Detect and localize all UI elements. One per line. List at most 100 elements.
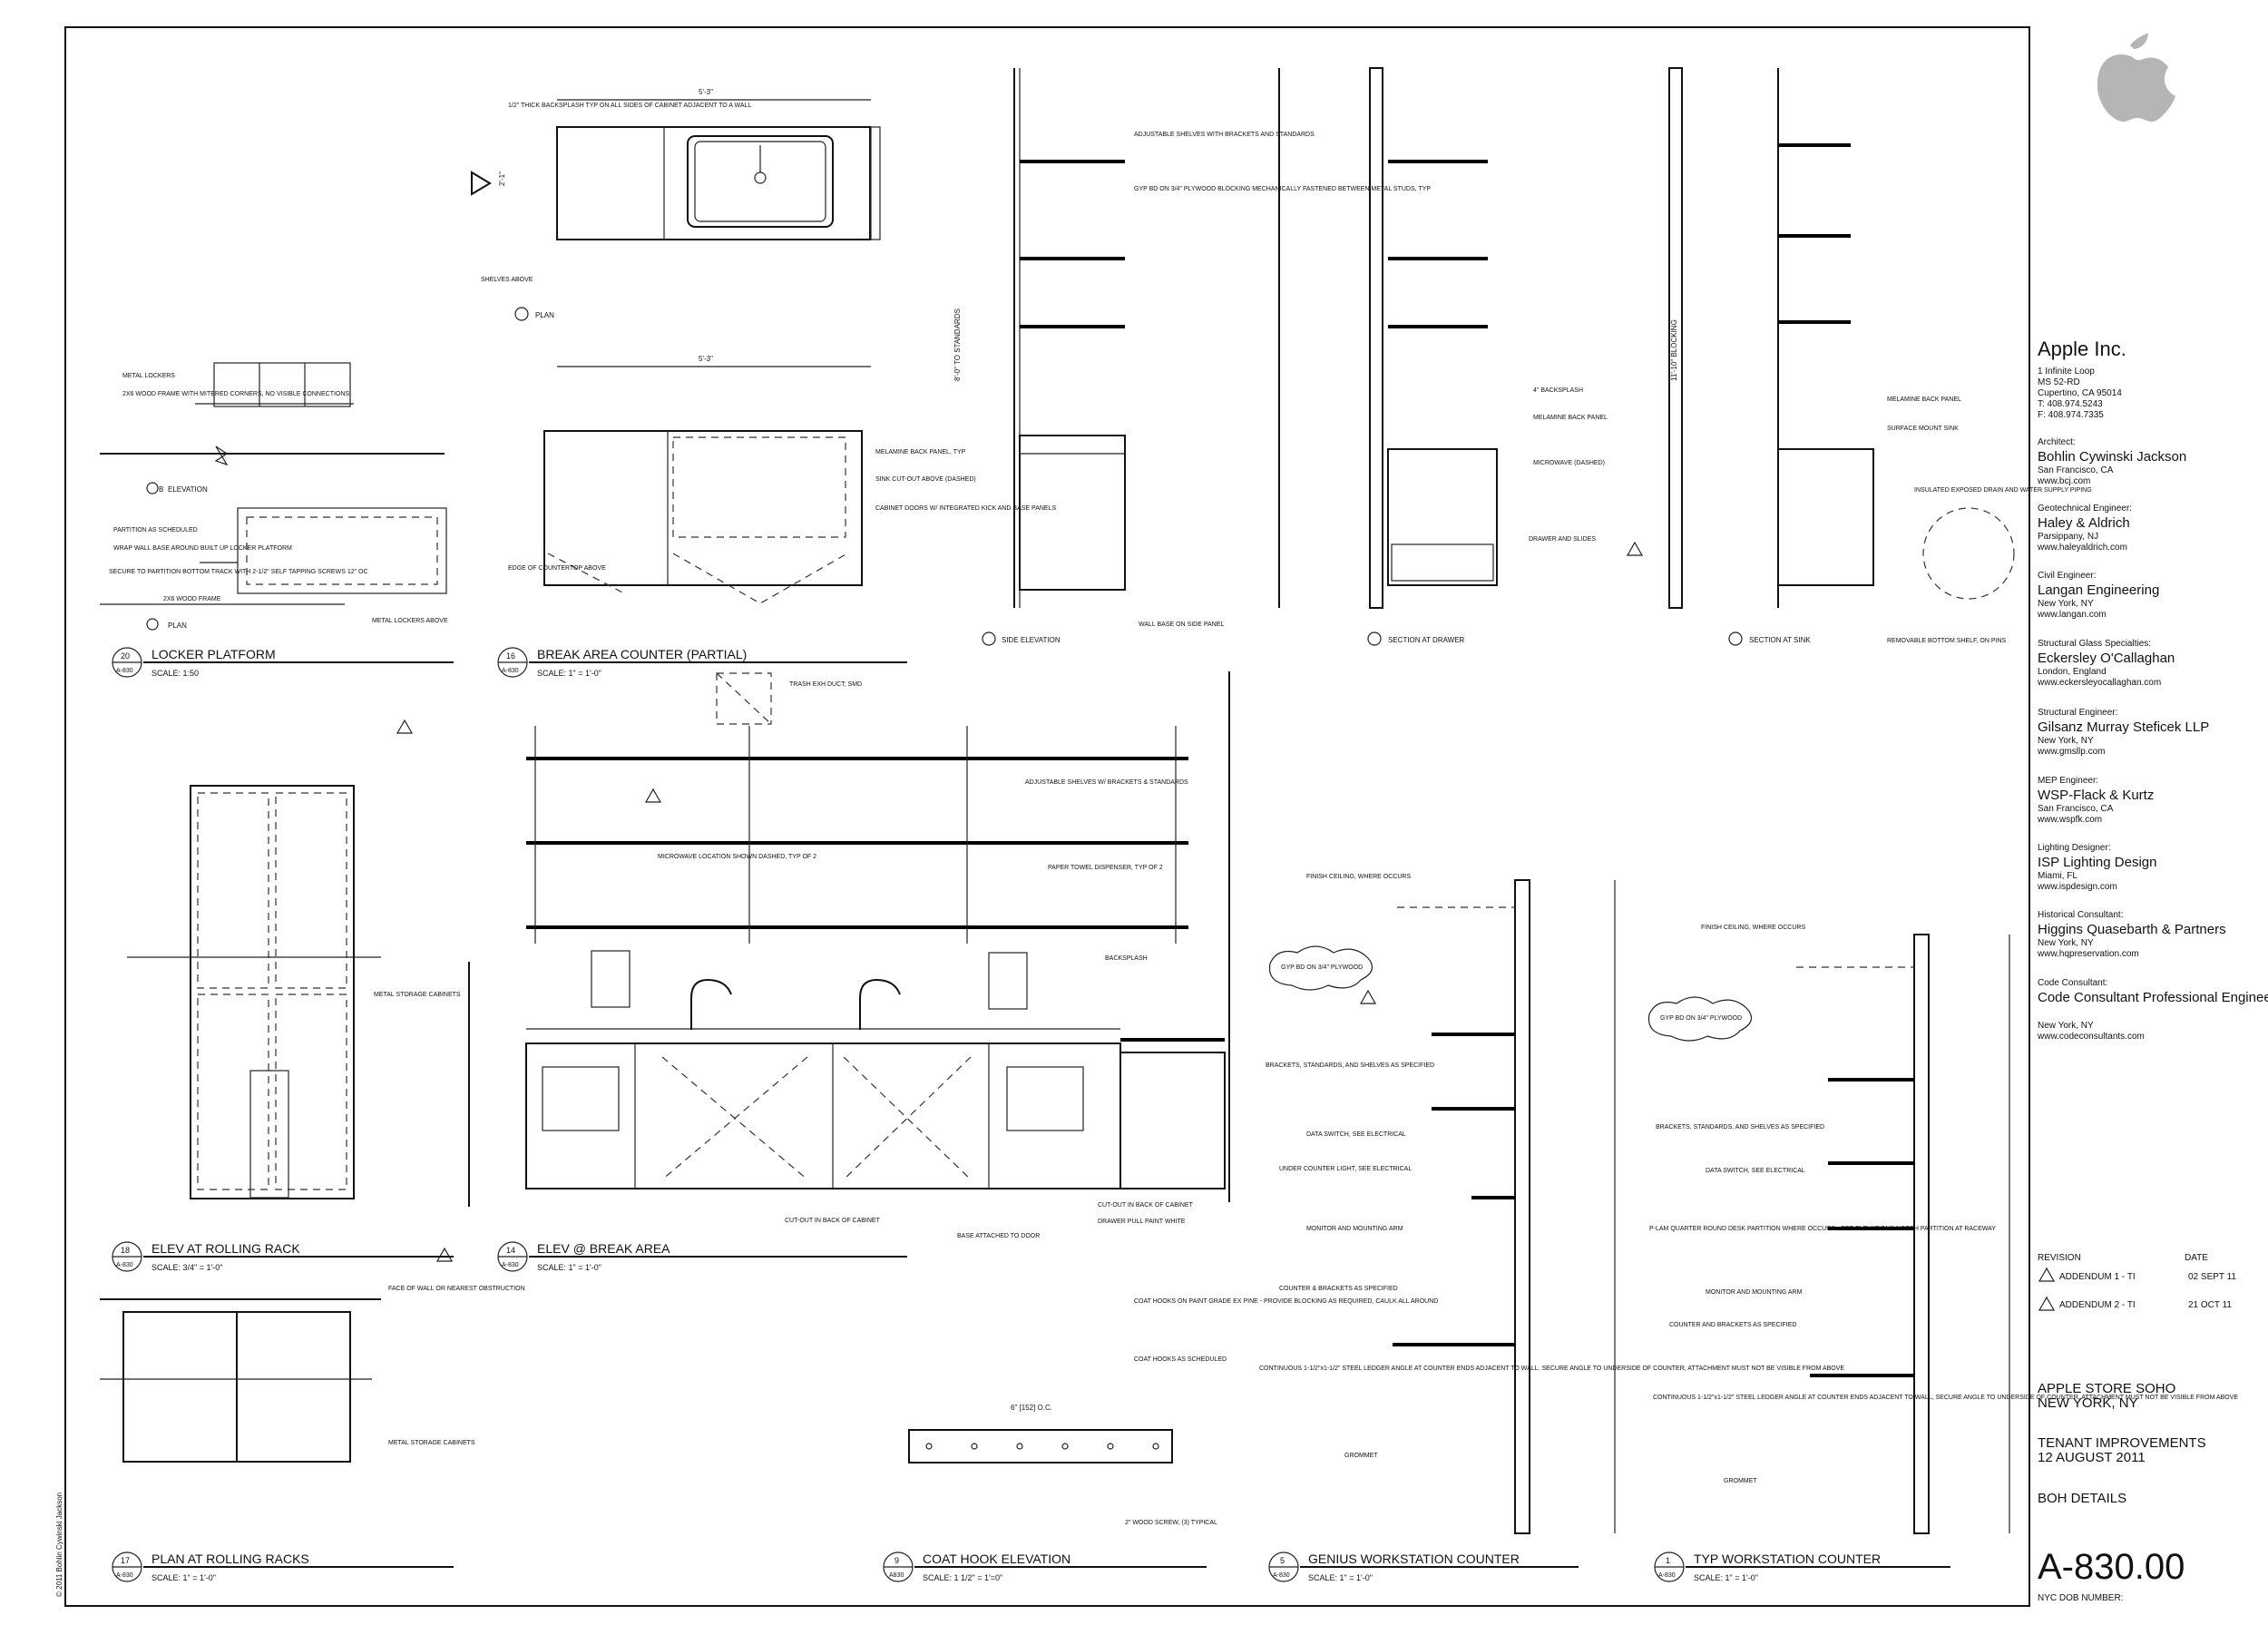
dim-label: 5'-3": [699, 88, 713, 96]
svg-text:Miami, FL: Miami, FL: [2038, 871, 2077, 881]
note-metal-lockers: METAL LOCKERS: [122, 373, 175, 379]
svg-text:Architect:: Architect:: [2038, 437, 2076, 447]
coat-hook-elevation: 6" [152] O.C. COAT HOOKS ON PAINT GRADE …: [908, 1298, 1438, 1526]
note-monitor: MONITOR AND MOUNTING ARM: [1306, 1226, 1403, 1232]
sheet-number: A-830.00: [2038, 1547, 2185, 1587]
view-title: ELEV AT ROLLING RACK: [152, 1241, 300, 1256]
project-city: NEW YORK, NY: [2038, 1395, 2138, 1411]
note-metal-storage: METAL STORAGE CABINETS: [374, 992, 461, 998]
consultant-historical: Historical Consultant:Higgins Quasebarth…: [2037, 910, 2226, 959]
view-title-coat-hook: 9 A830 COAT HOOK ELEVATION SCALE: 1 1/2"…: [883, 1552, 1207, 1582]
note-drawer-pull: DRAWER PULL PAINT WHITE: [1098, 1219, 1186, 1225]
svg-text:A-830: A-830: [116, 668, 133, 674]
view-title-locker-platform: 20 A-830 LOCKER PLATFORM SCALE: 1:50: [112, 647, 454, 678]
note-monitor2: MONITOR AND MOUNTING ARM: [1706, 1289, 1803, 1296]
view-title-rolling-rack: 18 A-830 ELEV AT ROLLING RACK SCALE: 3/4…: [112, 1241, 454, 1272]
svg-text:Geotechnical Engineer:: Geotechnical Engineer:: [2038, 504, 2132, 514]
note-metal-storage2: METAL STORAGE CABINETS: [388, 1440, 475, 1446]
view-scale: SCALE: 1" = 1'-0": [1308, 1573, 1373, 1582]
svg-text:F: 408.974.7335: F: 408.974.7335: [2038, 410, 2104, 420]
consultant-glass: Structural Glass Specialties:Eckersley O…: [2037, 639, 2175, 688]
note-removable-shelf: REMOVABLE BOTTOM SHELF, ON PINS: [1887, 638, 2007, 644]
svg-text:www.bcj.com: www.bcj.com: [2037, 476, 2090, 486]
svg-text:Civil Engineer:: Civil Engineer:: [2038, 571, 2096, 581]
svg-text:1: 1: [1666, 1556, 1670, 1565]
note-wood-frame2: 2X6 WOOD FRAME: [163, 596, 221, 602]
revision-cloud-icon: [1647, 996, 1753, 1042]
note-wood-screw: 2" WOOD SCREW, (3) TYPICAL: [1125, 1520, 1217, 1526]
view-scale: SCALE: 3/4" = 1'-0": [152, 1263, 222, 1272]
note-lockers-above: METAL LOCKERS ABOVE: [372, 618, 448, 624]
revision-delta-icon: [396, 719, 414, 734]
svg-text:www.codeconsultants.com: www.codeconsultants.com: [2037, 1032, 2145, 1042]
view-scale: SCALE: 1" = 1'-0": [152, 1573, 216, 1582]
view-title: ELEV @ BREAK AREA: [537, 1241, 670, 1256]
svg-text:London, England: London, England: [2038, 667, 2107, 677]
note-ledger: CONTINUOUS 1-1/2"x1-1/2" STEEL LEDGER AN…: [1259, 1366, 1844, 1372]
note-wall-base: WALL BASE ON SIDE PANEL: [1139, 622, 1224, 628]
svg-text:New York, NY: New York, NY: [2038, 599, 2094, 609]
note-cutout-back2: CUT-OUT IN BACK OF CABINET: [1098, 1202, 1194, 1209]
subview-marker: [514, 307, 529, 321]
note-partition: PARTITION AS SCHEDULED: [113, 527, 198, 534]
svg-text:San Francisco, CA: San Francisco, CA: [2038, 465, 2114, 475]
svg-text:21 OCT 11: 21 OCT 11: [2188, 1300, 2232, 1310]
svg-text:A-830: A-830: [1273, 1572, 1290, 1579]
note-microwave: MICROWAVE (DASHED): [1533, 460, 1605, 466]
consultant-geotechnical: Geotechnical Engineer:Haley & AldrichPar…: [2037, 504, 2132, 553]
note-adj-shelves: ADJUSTABLE SHELVES WITH BRACKETS AND STA…: [1134, 132, 1315, 138]
copyright-notice: © 2011 Bohlin Cywinski Jackson: [55, 1493, 64, 1597]
note-sink-cutout: SINK CUT-OUT ABOVE (DASHED): [875, 476, 976, 483]
note-counter-brackets: COUNTER & BRACKETS AS SPECIFIED: [1279, 1286, 1398, 1292]
svg-text:A830: A830: [889, 1572, 904, 1579]
note-counter-brackets2: COUNTER AND BRACKETS AS SPECIFIED: [1669, 1322, 1796, 1328]
svg-text:New York, NY: New York, NY: [2038, 1021, 2094, 1031]
svg-text:T: 408.974.5243: T: 408.974.5243: [2038, 399, 2103, 409]
rolling-rack-plan: FACE OF WALL OR NEAREST OBSTRUCTION META…: [100, 1286, 525, 1463]
svg-text:www.hqpreservation.com: www.hqpreservation.com: [2037, 949, 2139, 959]
coat-hook-icon: [971, 1443, 978, 1450]
svg-text:MS 52-RD: MS 52-RD: [2038, 377, 2080, 387]
svg-text:Structural Engineer:: Structural Engineer:: [2038, 708, 2117, 718]
note-adj-shelves2: ADJUSTABLE SHELVES W/ BRACKETS & STANDAR…: [1025, 779, 1188, 786]
note-base-door: BASE ATTACHED TO DOOR: [957, 1233, 1040, 1239]
note-finish-ceiling2: FINISH CEILING, WHERE OCCURS: [1701, 925, 1805, 931]
view-scale: SCALE: 1:50: [152, 669, 199, 678]
break-area-elevation: TRASH EXH DUCT; SMD ADJUSTABLE SHELVES W…: [468, 671, 1230, 1239]
revision-cloud-icon: [1268, 945, 1374, 991]
break-counter-plan: 5'-3" 1/2" THICK BACKSPLASH TYP ON ALL S…: [471, 88, 1056, 604]
date-header: DATE: [2185, 1253, 2208, 1263]
revision-delta-icon: [1626, 541, 1644, 556]
svg-text:A-830: A-830: [116, 1262, 133, 1268]
revision-delta-icon: [1359, 989, 1377, 1004]
note-backsplash-4: 4" BACKSPLASH: [1533, 387, 1583, 394]
svg-text:ADDENDUM 2 - TI: ADDENDUM 2 - TI: [2059, 1300, 2136, 1310]
subview-label: SECTION AT SINK: [1749, 636, 1811, 644]
dim-label: 8'-0" TO STANDARDS: [953, 308, 962, 381]
view-title-break-area: 14 A-830 ELEV @ BREAK AREA SCALE: 1" = 1…: [497, 1241, 907, 1272]
view-scale: SCALE: 1" = 1'-0": [1694, 1573, 1758, 1582]
svg-text:Historical Consultant:: Historical Consultant:: [2038, 910, 2123, 920]
dob-number: NYC DOB NUMBER:: [2038, 1593, 2123, 1603]
view-title: LOCKER PLATFORM: [152, 647, 276, 661]
revision-header: REVISION: [2038, 1253, 2081, 1263]
svg-text:www.ispdesign.com: www.ispdesign.com: [2037, 882, 2117, 892]
svg-text:A-830: A-830: [116, 1572, 133, 1579]
view-scale: SCALE: 1 1/2" = 1'=0": [923, 1573, 1002, 1582]
project-name: APPLE STORE SOHO: [2038, 1381, 2175, 1396]
svg-text:Code Consultant:: Code Consultant:: [2038, 978, 2107, 988]
apple-logo-icon: [2097, 33, 2175, 122]
note-cutout-back: CUT-OUT IN BACK OF CABINET: [785, 1218, 881, 1224]
note-brackets2: BRACKETS, STANDARDS, AND SHELVES AS SPEC…: [1656, 1124, 1824, 1131]
north-arrow-icon: [471, 171, 492, 196]
note-face-wall: FACE OF WALL OR NEAREST OBSTRUCTION: [388, 1286, 525, 1292]
view-title: COAT HOOK ELEVATION: [923, 1552, 1070, 1566]
subview-label: PLAN: [168, 622, 187, 630]
svg-text:New York, NY: New York, NY: [2038, 938, 2094, 948]
svg-text:New York, NY: New York, NY: [2038, 736, 2094, 746]
svg-text:9: 9: [894, 1556, 899, 1565]
sheet-title: BOH DETAILS: [2038, 1491, 2126, 1506]
